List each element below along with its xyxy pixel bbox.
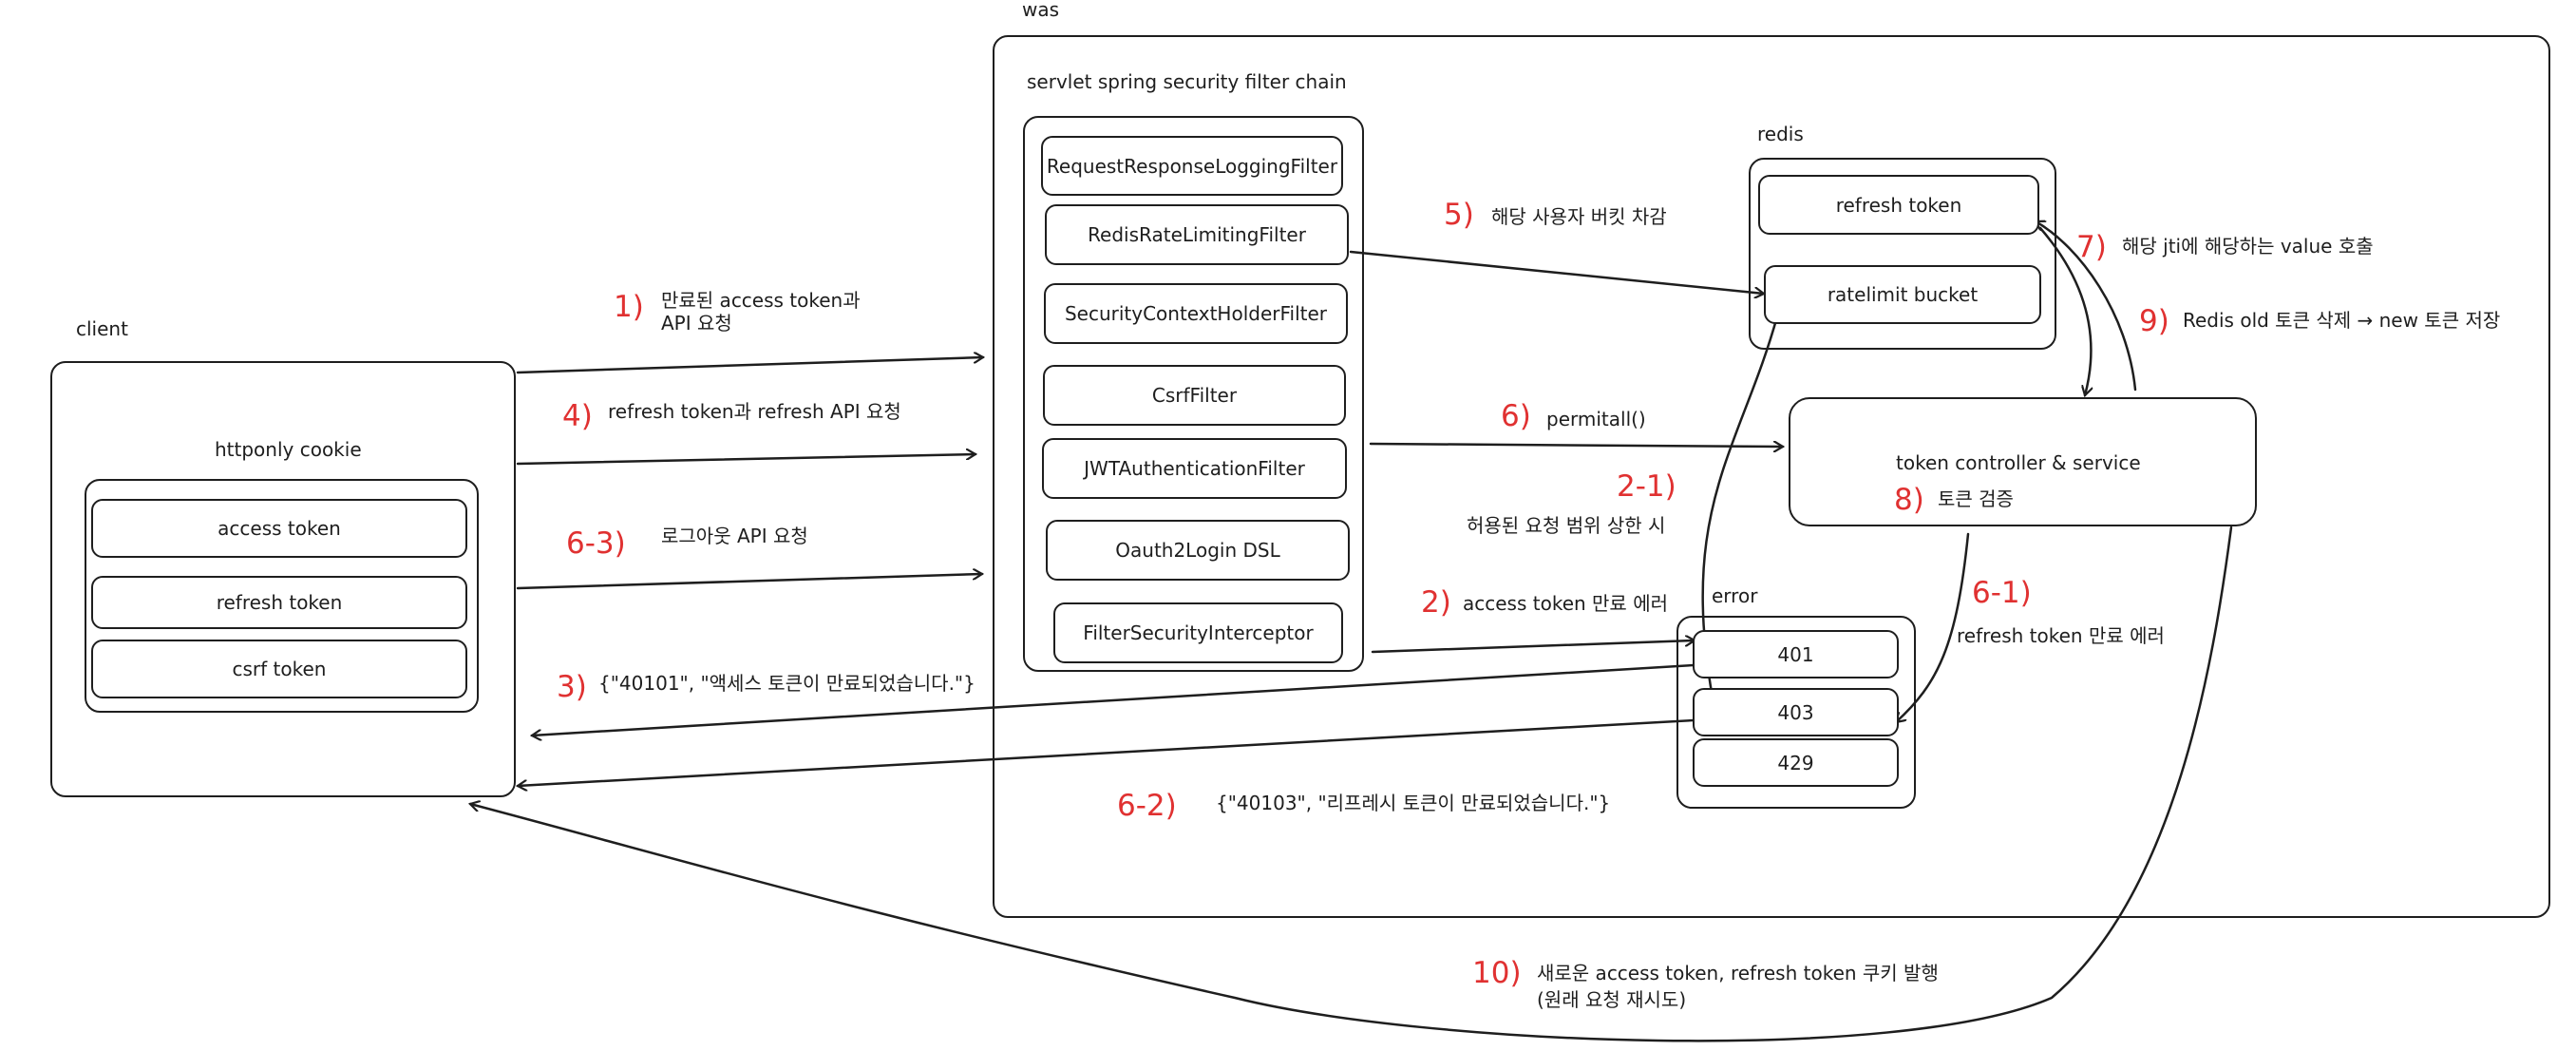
filter-jwt-authentication: JWTAuthenticationFilter <box>1042 438 1347 499</box>
step-8-number: 8) <box>1894 483 1924 517</box>
redis-refresh-token: refresh token <box>1758 175 2039 235</box>
step-6-text: permitall() <box>1546 408 1646 430</box>
step-7-text: 해당 jti에 해당하는 value 호출 <box>2122 235 2374 258</box>
step-6-2-number: 6-2) <box>1117 789 1177 823</box>
step-6-1-text: refresh token 만료 에러 <box>1957 624 2165 647</box>
step-1-number: 1) <box>614 290 644 324</box>
step-3-text: {"40101", "액세스 토큰이 만료되었습니다."} <box>598 672 975 695</box>
step-1-text-line1: 만료된 access token과 <box>661 289 861 312</box>
token-controller-label: token controller & service <box>1896 451 2141 474</box>
redis-label: redis <box>1757 123 1804 145</box>
filter-oauth2-login-dsl: Oauth2Login DSL <box>1046 520 1350 581</box>
error-429: 429 <box>1693 738 1899 787</box>
step-6-3-text: 로그아웃 API 요청 <box>661 525 808 547</box>
was-label: was <box>1022 0 1060 21</box>
arrow-step-6-3 <box>516 574 982 590</box>
error-403: 403 <box>1693 688 1899 736</box>
was-container <box>993 35 2550 918</box>
step-6-1-number: 6-1) <box>1972 576 2032 610</box>
filter-request-response-logging: RequestResponseLoggingFilter <box>1041 136 1343 196</box>
step-5-text: 해당 사용자 버킷 차감 <box>1491 205 1667 228</box>
filter-chain-container <box>1023 116 1364 672</box>
arrow-step-1 <box>516 357 983 374</box>
filter-security-interceptor: FilterSecurityInterceptor <box>1053 602 1343 663</box>
step-9-text: Redis old 토큰 삭제 → new 토큰 저장 <box>2183 309 2501 332</box>
cookie-access-token: access token <box>91 499 467 558</box>
step-3-number: 3) <box>557 670 587 704</box>
error-container <box>1676 616 1916 809</box>
step-2-1-number: 2-1) <box>1617 469 1676 504</box>
step-10-number: 10) <box>1472 956 1522 990</box>
error-label: error <box>1712 584 1758 607</box>
step-2-number: 2) <box>1421 585 1451 620</box>
filter-security-context-holder: SecurityContextHolderFilter <box>1044 283 1348 344</box>
step-5-number: 5) <box>1444 198 1474 232</box>
step-9-number: 9) <box>2139 304 2169 338</box>
client-container <box>50 361 516 797</box>
step-8-text: 토큰 검증 <box>1938 487 2014 510</box>
filter-redis-rate-limiting: RedisRateLimitingFilter <box>1045 204 1349 265</box>
step-10-text-line1: 새로운 access token, refresh token 쿠키 발행 <box>1537 962 1939 984</box>
cookie-csrf-token: csrf token <box>91 640 467 698</box>
step-2-text: access token 만료 에러 <box>1463 592 1668 615</box>
client-label: client <box>76 317 128 340</box>
redis-ratelimit-bucket: ratelimit bucket <box>1764 265 2041 324</box>
httponly-cookie-label: httponly cookie <box>215 438 362 461</box>
step-10-text-line2: (원래 요청 재시도) <box>1537 988 1687 1011</box>
step-6-2-text: {"40103", "리프레시 토큰이 만료되었습니다."} <box>1216 792 1611 814</box>
step-6-number: 6) <box>1501 399 1531 433</box>
redis-container <box>1749 158 2056 350</box>
step-4-text: refresh token과 refresh API 요청 <box>608 400 901 423</box>
step-7-number: 7) <box>2076 230 2107 264</box>
error-401: 401 <box>1693 630 1899 678</box>
token-controller-container <box>1789 397 2257 526</box>
arrow-step-4 <box>516 454 975 466</box>
filter-chain-label: servlet spring security filter chain <box>1027 70 1347 93</box>
step-6-3-number: 6-3) <box>566 526 626 561</box>
filter-csrf: CsrfFilter <box>1043 365 1346 426</box>
step-4-number: 4) <box>562 399 593 433</box>
step-1-text-line2: API 요청 <box>661 312 732 334</box>
cookie-refresh-token: refresh token <box>91 576 467 629</box>
step-2-1-text: 허용된 요청 범위 상한 시 <box>1467 514 1666 537</box>
httponly-cookie-container <box>85 479 479 713</box>
